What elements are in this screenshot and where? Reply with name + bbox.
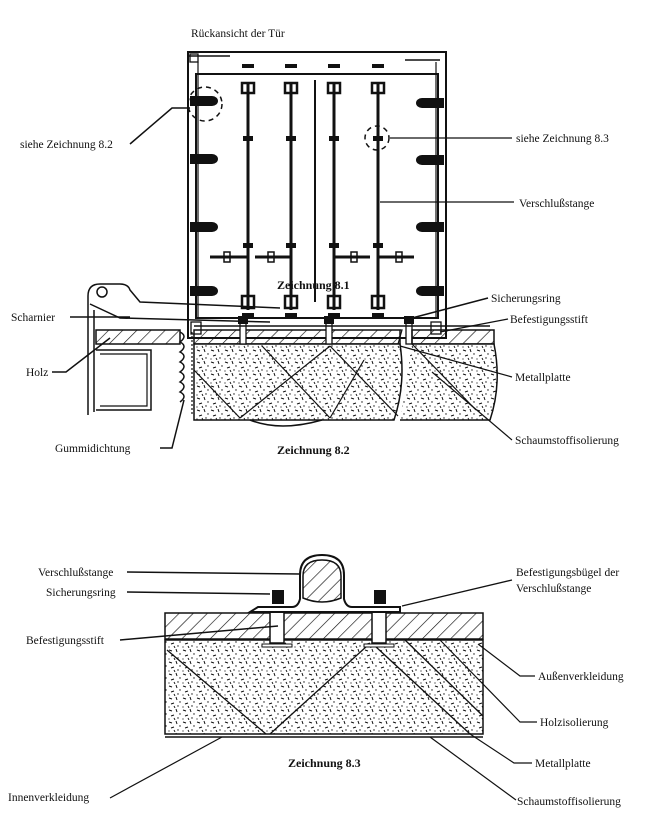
leader-wood-insulation <box>439 639 537 723</box>
leader-fixing-pin <box>439 318 509 333</box>
panel-wood-layer <box>193 329 401 345</box>
label-locking-bar: Verschlußstange <box>519 198 594 210</box>
hinges-left <box>190 96 218 296</box>
label-metal-plate: Metallplatte <box>515 372 571 384</box>
figure-8-2: Scharnier Holz Gummidichtung Sicherungsr… <box>11 283 619 457</box>
label-fixing-pin: Befestigungsstift <box>510 314 589 326</box>
leader-retaining-ring <box>126 591 271 595</box>
locking-bar-bracket <box>246 553 401 613</box>
figure-8-3: Verschlußstange Sicherungsring Befestigu… <box>8 553 624 808</box>
label-foam: Schaumstoffisolierung <box>515 435 619 447</box>
metal-plate-diagonals <box>193 345 399 419</box>
figure-8-3-caption: Zeichnung 8.3 <box>288 756 361 770</box>
leader-fixing-pin <box>119 625 279 641</box>
label-bracket-line2: Verschlußstange <box>516 583 591 595</box>
wood-beam-left <box>95 329 181 345</box>
leader-wood <box>52 337 111 373</box>
wood-insulation-layer <box>164 612 484 640</box>
label-locking-bar: Verschlußstange <box>38 567 113 579</box>
hinges-right <box>416 98 444 296</box>
label-hinge: Scharnier <box>11 312 55 324</box>
label-wood-insulation: Holzisolierung <box>540 717 609 729</box>
label-metal-plate: Metallplatte <box>535 758 591 770</box>
label-retaining-ring: Sicherungsring <box>491 293 561 305</box>
foam-insulation-body <box>164 639 484 735</box>
figure-8-1: Rückansicht der Tür <box>20 28 609 339</box>
label-bracket-line1: Befestigungsbügel der <box>516 567 619 579</box>
leader-inner-lining <box>109 736 223 799</box>
label-retaining-ring: Sicherungsring <box>46 587 116 599</box>
detail-circle-8-2 <box>187 86 223 122</box>
door-frame <box>187 51 447 339</box>
label-outer-cladding: Außenverkleidung <box>538 671 624 683</box>
leader-rubber-seal <box>160 399 185 449</box>
label-rubber-seal: Gummidichtung <box>55 443 131 455</box>
label-see-8-3: siehe Zeichnung 8.3 <box>516 133 609 145</box>
leader-retaining-ring <box>411 297 489 319</box>
figure-8-1-caption: Zeichnung 8.1 <box>277 278 350 292</box>
leader-outer-cladding <box>477 643 535 677</box>
leader-see-8-2 <box>129 107 190 145</box>
locking-bar-section <box>302 559 342 603</box>
leader-foam <box>429 736 517 801</box>
detail-circle-8-3 <box>364 125 390 151</box>
leader-metal-plate <box>469 733 532 764</box>
locking-bar-4 <box>370 64 386 317</box>
label-see-8-2: siehe Zeichnung 8.2 <box>20 139 113 151</box>
leader-foam <box>431 371 513 441</box>
locking-handles <box>210 251 414 263</box>
foam-insulation-body <box>193 343 403 421</box>
leader-locking-bar <box>126 571 301 575</box>
locking-bar-2 <box>283 64 299 317</box>
label-fixing-pin: Befestigungsstift <box>26 635 105 647</box>
figure-8-2-caption: Zeichnung 8.2 <box>277 443 350 457</box>
figure-8-1-title: Rückansicht der Tür <box>191 28 285 40</box>
fixing-pins <box>261 609 395 648</box>
metal-plate-diagonals <box>166 639 484 735</box>
locking-bars <box>210 64 414 317</box>
label-inner-lining: Innenverkleidung <box>8 792 89 804</box>
leader-bracket <box>401 579 513 607</box>
label-wood: Holz <box>26 367 48 379</box>
rubber-seal <box>178 331 193 416</box>
leader-metal-plate <box>399 345 513 378</box>
label-foam: Schaumstoffisolierung <box>517 796 621 808</box>
locking-bar-1 <box>240 64 256 317</box>
locking-bar-3 <box>326 64 342 317</box>
